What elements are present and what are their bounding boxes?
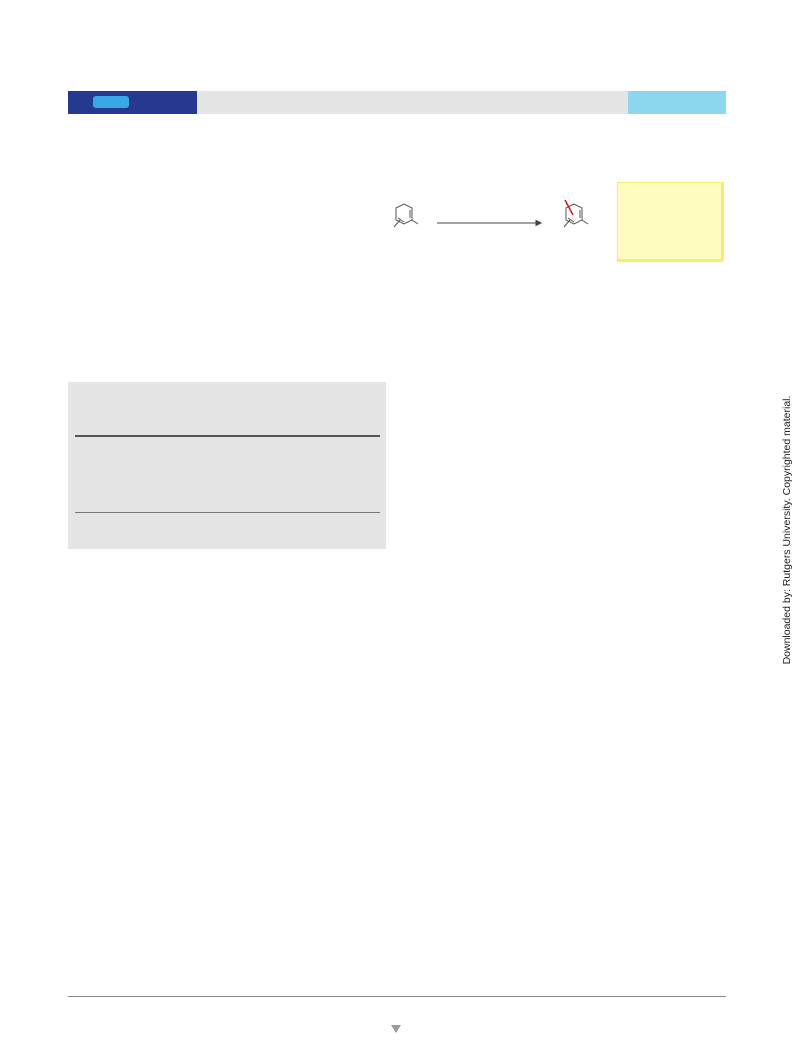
reaction-arrow xyxy=(437,219,543,227)
highlighted-bond xyxy=(564,199,574,216)
data-table-panel xyxy=(68,382,386,549)
header-section-label xyxy=(68,91,197,114)
product-structure xyxy=(563,203,589,228)
reaction-scheme xyxy=(393,199,589,228)
starting-material-structure xyxy=(393,203,419,228)
header-bar xyxy=(68,91,726,114)
table-bottom-rule xyxy=(75,512,380,513)
footer-rule xyxy=(68,996,726,997)
header-badge xyxy=(93,96,129,108)
highlight-note-box xyxy=(617,182,724,262)
down-triangle-icon[interactable] xyxy=(391,1025,401,1033)
table-header-rule xyxy=(75,435,380,437)
header-section-tag xyxy=(628,91,726,114)
download-watermark: Downloaded by: Rutgers University. Copyr… xyxy=(781,395,793,665)
